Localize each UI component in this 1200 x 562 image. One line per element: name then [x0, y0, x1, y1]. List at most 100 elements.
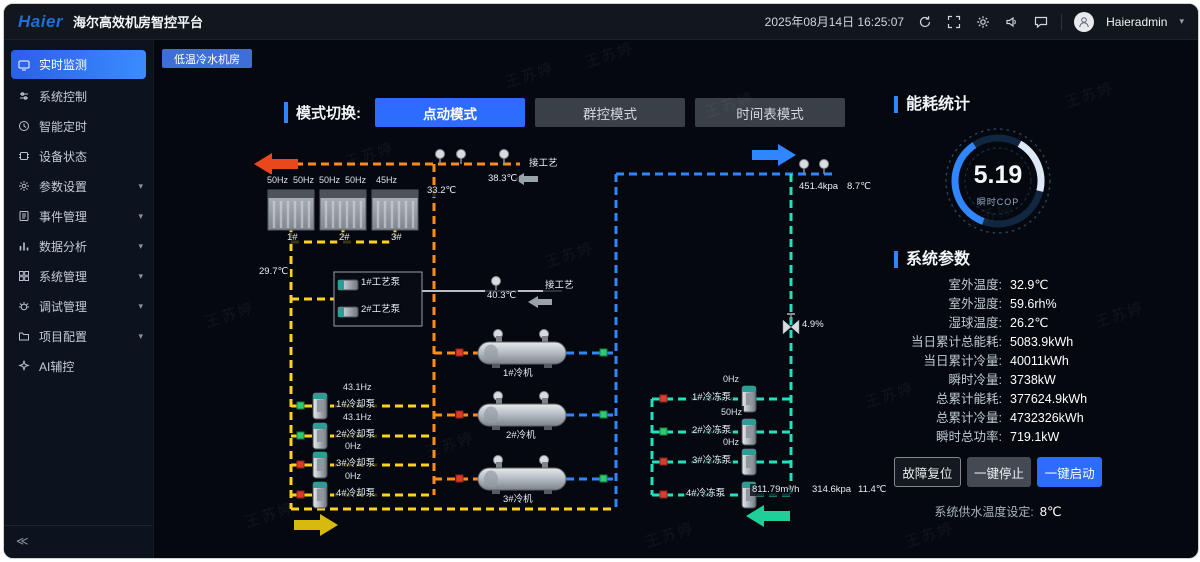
sidebar-item-system-management[interactable]: 系统管理 ▾: [4, 261, 153, 291]
collapse-sidebar-icon[interactable]: ≪: [16, 534, 29, 548]
mode-schedule-button[interactable]: 时间表模式: [695, 98, 845, 127]
cooling-pump-1-label: 1#冷却泵: [334, 399, 378, 411]
cop-value: 5.19: [973, 161, 1023, 189]
sidebar-item-label: 调试管理: [39, 299, 88, 314]
process-pump-1[interactable]: [337, 279, 359, 291]
fullscreen-icon[interactable]: [945, 13, 962, 30]
cooling-pump-4[interactable]: [312, 481, 328, 509]
temp-mid-label: 40.3℃: [485, 290, 519, 302]
folder-icon: [19, 332, 29, 341]
pressure-top-right-label: 451.4kpa: [797, 181, 841, 193]
param-label: 瞬时冷量:: [948, 373, 1002, 387]
stop-all-button[interactable]: 一键停止: [966, 457, 1032, 487]
param-row: 当日累计总能耗:5083.9kWh: [894, 333, 1102, 352]
modulating-valve[interactable]: [782, 313, 800, 335]
chevron-down-icon: ▾: [138, 270, 143, 281]
sidebar-item-device-status[interactable]: 设备状态: [4, 141, 153, 171]
chevron-down-icon[interactable]: ▾: [1179, 16, 1184, 26]
sidebar-item-label: 系统控制: [39, 89, 88, 104]
sidebar-item-label: AI辅控: [39, 359, 75, 374]
supply-temp-setting-value[interactable]: 8℃: [1039, 504, 1062, 519]
chilled-pump-3-freq: 0Hz: [721, 436, 742, 448]
sidebar-item-debug-management[interactable]: 调试管理 ▾: [4, 291, 153, 321]
chilled-pump-3[interactable]: [741, 448, 757, 476]
cooling-pump-1[interactable]: [312, 392, 328, 420]
user-name[interactable]: Haieradmin: [1106, 14, 1168, 29]
sidebar-item-ai-assist[interactable]: AI辅控: [4, 351, 153, 381]
sidebar-item-label: 实时监测: [39, 58, 88, 72]
param-row: 总累计能耗:377624.9kWh: [894, 390, 1102, 409]
chilled-pump-2[interactable]: [741, 418, 757, 446]
chiller-3[interactable]: [477, 461, 567, 495]
param-row: 湿球温度: 26.2℃: [894, 314, 1102, 333]
mode-jog-button[interactable]: 点动模式: [375, 98, 525, 127]
bar-chart-icon: [19, 242, 29, 251]
tab-chiller-plant[interactable]: 低温冷水机房: [162, 49, 252, 68]
chiller-2[interactable]: [477, 397, 567, 431]
sidebar-item-project-config[interactable]: 项目配置 ▾: [4, 321, 153, 351]
param-label: 当日累计冷量:: [923, 354, 1002, 368]
chilled-pump-1[interactable]: [741, 385, 757, 413]
start-all-button[interactable]: 一键启动: [1037, 457, 1103, 487]
param-label: 瞬时总功率:: [936, 430, 1002, 444]
temp-top-right-label: 8.7℃: [845, 181, 873, 193]
process-connection-mid-label: 接工艺: [543, 280, 576, 292]
sidebar-item-system-control[interactable]: 系统控制: [4, 81, 153, 111]
cooling-tower-3[interactable]: [370, 188, 420, 232]
sidebar-item-event-management[interactable]: 事件管理 ▾: [4, 201, 153, 231]
tower-fan-freq: 50Hz: [343, 174, 369, 186]
valve-status-squares[interactable]: [296, 348, 668, 499]
param-label: 当日累计总能耗:: [911, 335, 1002, 349]
param-value: 26.2℃: [1010, 316, 1049, 330]
list-icon: [19, 211, 29, 221]
cooling-pump-2[interactable]: [312, 422, 328, 450]
condenser-return-pipes: [256, 162, 520, 495]
mode-group-button[interactable]: 群控模式: [535, 98, 685, 127]
diagram-canvas: 50Hz 50Hz 50Hz 50Hz 45Hz 1# 2# 3# 33.2℃ …: [4, 4, 1198, 558]
temp-tower-out-label: 33.2℃: [425, 185, 459, 197]
sidebar-item-data-analysis[interactable]: 数据分析 ▾: [4, 231, 153, 261]
cooling-tower-2[interactable]: [318, 188, 368, 232]
sliders-icon: [20, 92, 28, 100]
param-label: 湿球温度:: [948, 316, 1002, 330]
cooling-pump-3[interactable]: [312, 451, 328, 479]
app-window: Haier 海尔高效机房智控平台 2025年08月14日 16:25:07 Ha…: [3, 3, 1199, 559]
cop-label: 瞬时COP: [976, 197, 1020, 207]
chip-icon: [19, 152, 29, 160]
sidebar-item-realtime-monitor[interactable]: 实时监测: [11, 50, 146, 79]
sidebar-footer: ≪: [4, 525, 153, 558]
page-title: 海尔高效机房智控平台: [73, 15, 204, 30]
temp-left-label: 29.7℃: [257, 266, 291, 278]
grid-icon: [19, 271, 29, 281]
datetime-display: 2025年08月14日 16:25:07: [764, 15, 905, 29]
chilled-pump-4-label: 4#冷冻泵: [684, 488, 728, 500]
pressure-bottom-label: 314.6kpa: [810, 484, 854, 496]
temp-return-label: 11.4℃: [856, 484, 889, 496]
param-value: 719.1kW: [1010, 430, 1060, 444]
sidebar-item-parameter-settings[interactable]: 参数设置 ▾: [4, 171, 153, 201]
message-icon[interactable]: [1032, 13, 1049, 30]
mode-switch-bar: 模式切换: 点动模式 群控模式 时间表模式: [284, 98, 845, 127]
param-value: 3738kW: [1010, 373, 1056, 387]
chiller-2-label: 2#冷机: [504, 430, 538, 442]
mode-switch-label: 模式切换:: [284, 102, 361, 123]
refresh-icon[interactable]: [916, 13, 933, 30]
tower-3-label: 3#: [389, 232, 404, 244]
app-header: Haier 海尔高效机房智控平台 2025年08月14日 16:25:07 Ha…: [4, 4, 1198, 40]
right-panel: 能耗统计 5.19 瞬时COP 系统参数 室外温度:32.9℃ 室外湿度:59.…: [894, 96, 1103, 520]
fault-reset-button[interactable]: 故障复位: [894, 457, 961, 487]
chiller-3-label: 3#冷机: [501, 494, 535, 506]
chilled-pump-1-label: 1#冷冻泵: [690, 392, 734, 404]
chilled-supply-pipes: [566, 172, 834, 509]
temp-supply-top-label: 38.3℃: [486, 173, 520, 185]
chiller-1[interactable]: [477, 335, 567, 369]
gear-icon[interactable]: [974, 13, 991, 30]
haier-logo: Haier: [18, 11, 64, 31]
avatar[interactable]: [1074, 11, 1095, 32]
sidebar-item-label: 系统管理: [39, 269, 88, 284]
valve-opening-label: 4.9%: [800, 319, 826, 331]
cooling-tower-1[interactable]: [266, 188, 316, 232]
speaker-icon[interactable]: [1003, 13, 1020, 30]
process-pump-2[interactable]: [337, 306, 359, 318]
sidebar-item-smart-schedule[interactable]: 智能定时: [4, 111, 153, 141]
